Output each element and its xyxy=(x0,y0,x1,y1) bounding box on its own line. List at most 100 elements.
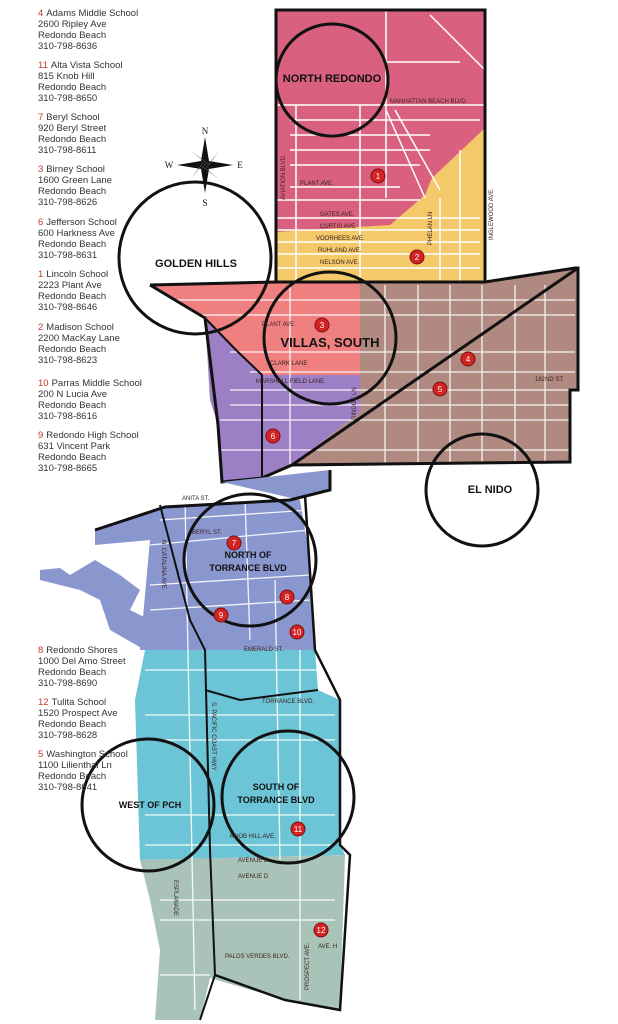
school-address: 1600 Green Lane xyxy=(38,175,112,186)
jefferson-region xyxy=(205,318,360,482)
school-marker: 7 xyxy=(226,535,242,551)
school-phone: 310-798-8623 xyxy=(38,355,98,366)
middle-area xyxy=(149,266,580,484)
street-label: PLANT AVE. xyxy=(300,181,334,187)
school-city: Redondo Beach xyxy=(38,344,107,355)
zone-circles xyxy=(80,22,540,873)
street-label: CURTIS AVE. xyxy=(320,224,357,230)
marker-dot xyxy=(460,351,476,367)
marker-number: 3 xyxy=(320,321,325,330)
el-nido-circle xyxy=(424,432,540,548)
marker-dot xyxy=(279,589,295,605)
school-marker: 9 xyxy=(213,607,229,623)
school-city: Redondo Beach xyxy=(38,291,107,302)
school-number: 8 xyxy=(38,645,44,656)
marker-number: 7 xyxy=(232,539,237,548)
school-phone: 310-798-8616 xyxy=(38,411,98,422)
golden-hills-circle xyxy=(117,180,273,336)
street-label: PALOS VERDES BLVD. xyxy=(225,954,290,960)
street-label: ANITA ST. xyxy=(182,496,210,502)
street-label: MANHATTAN BEACH BLVD. xyxy=(390,99,468,105)
school-name: Parras Middle School xyxy=(51,378,142,389)
school-name: Birney School xyxy=(46,164,105,175)
compass-rose-icon: N S E W xyxy=(165,126,244,208)
school-address: 631 Vincent Park xyxy=(38,441,111,452)
school-phone: 310-798-8631 xyxy=(38,250,98,261)
school-marker: 5 xyxy=(432,381,448,397)
school-number: 11 xyxy=(38,60,48,71)
street-label: PHELAN LN xyxy=(428,212,434,245)
compass-south: S xyxy=(202,198,207,208)
street-label: ESPLANADE xyxy=(172,880,178,916)
school-phone: 310-798-8665 xyxy=(38,463,98,474)
school-marker: 8 xyxy=(279,589,295,605)
school-city: Redondo Beach xyxy=(38,82,107,93)
marker-dot xyxy=(213,607,229,623)
compass-east: E xyxy=(237,160,243,170)
harbor xyxy=(40,560,150,650)
diagonal-border xyxy=(291,266,579,467)
school-number: 5 xyxy=(38,749,44,760)
marker-dot xyxy=(290,821,306,837)
madison-region xyxy=(276,128,485,282)
school-phone: 310-798-8611 xyxy=(38,145,97,156)
marker-dot xyxy=(226,535,242,551)
street-label: KNOB HILL AVE. xyxy=(230,834,276,840)
compass-west: W xyxy=(165,160,174,170)
north-torrance-circle xyxy=(182,492,318,628)
school-number: 2 xyxy=(38,322,44,333)
marker-number: 6 xyxy=(271,432,276,441)
school-name: Washington School xyxy=(46,749,128,760)
street-label: AVENUE D xyxy=(238,874,269,880)
street-label: S. PACIFIC COAST HWY xyxy=(210,702,216,770)
school-marker: 2 xyxy=(409,249,425,265)
school-address: 2223 Plant Ave xyxy=(38,280,102,291)
school-address: 1100 Lilienthal Ln xyxy=(38,760,112,771)
school-name: Tulita School xyxy=(51,697,107,708)
south-torrance-circle xyxy=(220,729,356,865)
street-label: INGLEWOOD AVE. xyxy=(489,188,495,240)
school-phone: 310-798-8636 xyxy=(38,41,98,52)
school-marker: 4 xyxy=(460,351,476,367)
marker-dot xyxy=(289,624,305,640)
school-address: 600 Harkness Ave xyxy=(38,228,115,239)
school-city: Redondo Beach xyxy=(38,771,107,782)
zone-label-south-torrance-2: TORRANCE BLVD xyxy=(237,795,315,805)
west-pch-circle xyxy=(80,737,216,873)
school-name: Redondo Shores xyxy=(46,645,118,656)
school-number: 6 xyxy=(38,217,44,228)
street-label: RINDGE LN xyxy=(352,387,358,420)
zone-label-south-torrance-1: SOUTH OF xyxy=(253,782,300,792)
school-marker: 3 xyxy=(314,317,330,333)
marker-number: 5 xyxy=(438,385,443,394)
school-number: 7 xyxy=(38,112,44,123)
school-phone: 310-798-8641 xyxy=(38,782,98,793)
school-marker: 6 xyxy=(265,428,281,444)
south-area xyxy=(40,470,352,1021)
street-label: GATES AVE. xyxy=(320,212,355,218)
school-city: Redondo Beach xyxy=(38,719,107,730)
school-name: Alta Vista School xyxy=(50,60,123,71)
north-torrance-region xyxy=(95,470,330,650)
marker-number: 11 xyxy=(294,825,303,834)
zone-label-el-nido: EL NIDO xyxy=(468,484,513,496)
marker-number: 9 xyxy=(219,611,224,620)
marker-dot xyxy=(432,381,448,397)
school-address: 200 N Lucia Ave xyxy=(38,389,108,400)
marker-number: 1 xyxy=(376,172,381,181)
school-address: 920 Beryl Street xyxy=(38,123,107,134)
zone-label-north-torrance-2: TORRANCE BLVD xyxy=(209,563,287,573)
school-marker: 1 xyxy=(370,168,386,184)
street-label: N. CATALINA AVE. xyxy=(160,540,166,591)
school-phone: 310-798-8650 xyxy=(38,93,98,104)
